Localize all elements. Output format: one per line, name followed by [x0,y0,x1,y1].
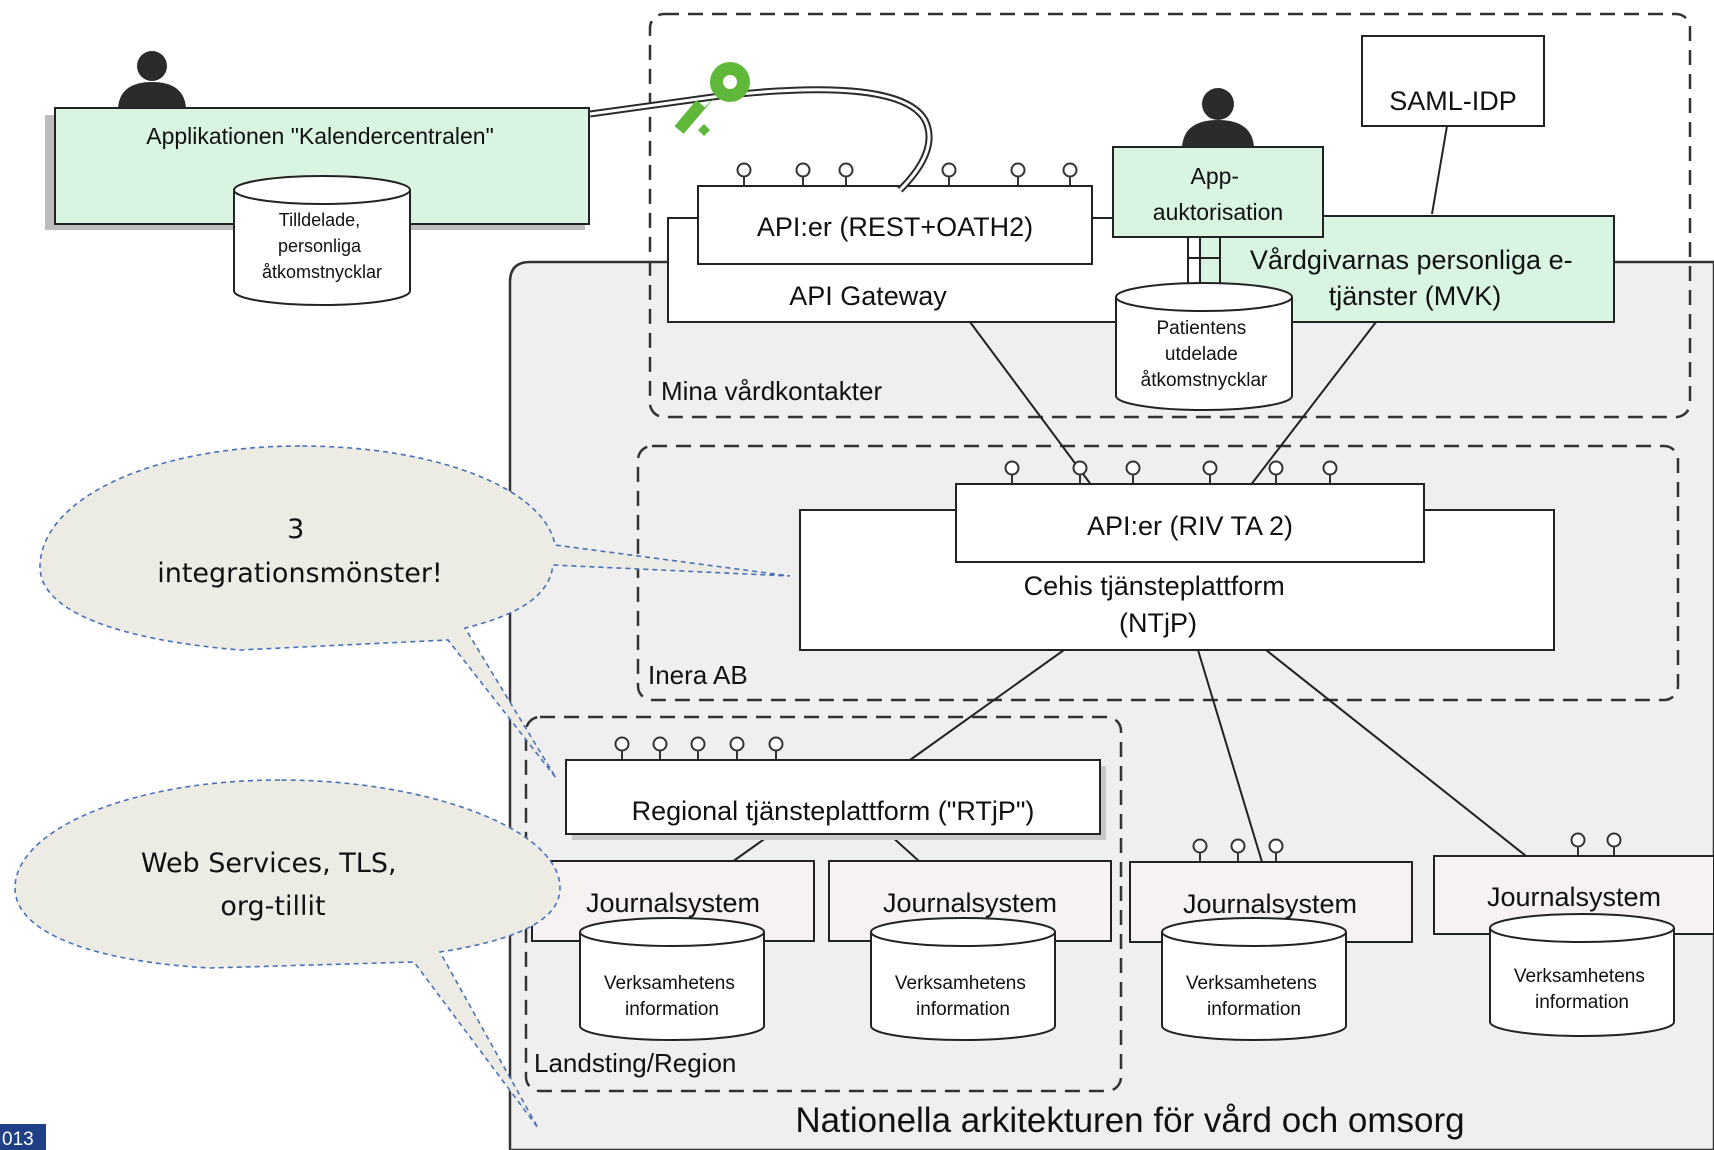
svg-text:Journalsystem: Journalsystem [1487,882,1661,912]
patient-keys-db: Patientens utdelade åtkomstnycklar [1115,282,1293,411]
footer-badge [0,1124,46,1150]
svg-text:Tilldelade, personliga: Tilldelade, personliga åtkomstnycklar [262,210,382,282]
api-rest-label: API:er (REST+OATH2) [757,212,1033,242]
api-gateway-label: API Gateway [789,281,947,311]
mvk-label: Vårdgivarnas personliga e- tjänster (MVK… [1250,245,1580,311]
assigned-keys-db: Tilldelade, personliga åtkomstnycklar [233,175,411,306]
svg-text:3 integrationsmönster!: 3 integrationsmönster! [157,514,443,589]
svg-text:Verksamhetens informatio: Verksamhetens information [895,973,1031,1020]
region-label: Landsting/Region [534,1048,736,1078]
rtjp-label: Regional tjänsteplattform ("RTjP") [632,796,1035,826]
mina-frame [648,12,1692,419]
svg-text:Journalsystem: Journalsystem [1183,889,1357,919]
api-riv-box [955,483,1425,563]
svg-text:Journalsystem: Journalsystem [883,888,1057,918]
svg-text:Web Services, TLS, org-t: Web Services, TLS, org-tillit [141,848,405,922]
journal-system-4: Journalsystem Verksamhetens information [1433,832,1714,1037]
svg-text:Patientens utdelade: Patientens utdelade åtkomstnycklar [1141,318,1268,391]
person-icon [118,51,186,108]
app-title: Applikationen "Kalendercentralen" [146,123,494,149]
journal-system-1: Journalsystem Verksamhetens information [531,860,815,1041]
svg-text:Verksamhetens informatio: Verksamhetens information [1514,966,1650,1013]
svg-text:Verksamhetens informatio: Verksamhetens information [1186,973,1322,1020]
footer-text: 013 [2,1129,34,1150]
rtjp-box [565,759,1101,835]
api-riv-label: API:er (RIV TA 2) [1087,511,1293,541]
inera-label: Inera AB [648,660,748,690]
app-auth-box [1112,146,1324,238]
svg-text:Journalsystem: Journalsystem [586,888,760,918]
journal-system-2: Journalsystem Verksamhetens information [828,860,1112,1041]
app-auth-label: App- auktorisation [1153,163,1283,225]
key-icon [674,62,750,136]
callout-integration-patterns: 3 integrationsmönster! [39,445,791,779]
key-cable [589,86,933,193]
national-label: Nationella arkitekturen för vård och oms… [795,1101,1464,1140]
mina-label: Mina vårdkontakter [661,376,882,406]
svg-text:Verksamhetens informatio: Verksamhetens information [604,973,740,1020]
cehis-label: Cehis tjänsteplattform (NTjP) [1024,571,1293,638]
inera-frame [636,444,1680,702]
person-icon [1182,88,1254,147]
journal-system-3: Journalsystem Verksamhetens information [1129,838,1413,1041]
connector-lines [731,119,1527,863]
api-rest-box [697,185,1093,265]
saml-idp-box [1361,35,1545,127]
callout-web-services: Web Services, TLS, org-tillit [14,779,561,1129]
saml-idp-label: SAML-IDP [1389,86,1517,116]
